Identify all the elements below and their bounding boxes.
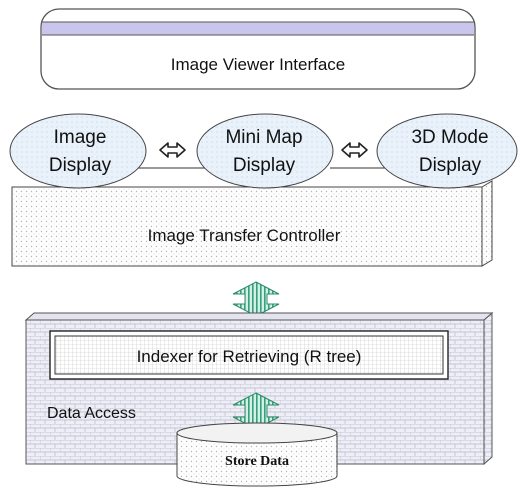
image-viewer-interface-box: Image Viewer Interface bbox=[40, 8, 476, 90]
bidirectional-arrow-icon bbox=[159, 142, 186, 158]
image-viewer-interface-label: Image Viewer Interface bbox=[171, 55, 346, 74]
store-data-cylinder: Store Data bbox=[176, 422, 338, 487]
image-display-node: Image Display bbox=[9, 113, 147, 189]
image-transfer-controller-label: Image Transfer Controller bbox=[148, 226, 341, 245]
mini-map-display-node: Mini Map Display bbox=[196, 113, 334, 189]
image-display-line2: Display bbox=[49, 155, 112, 176]
indexer-label: Indexer for Retrieving (R tree) bbox=[137, 347, 362, 366]
data-access-label: Data Access bbox=[47, 405, 136, 422]
3d-mode-display-node: 3D Mode Display bbox=[376, 113, 518, 189]
store-data-label: Store Data bbox=[225, 454, 289, 469]
mini-map-display-line1: Mini Map bbox=[225, 127, 302, 148]
3d-mode-display-line2: Display bbox=[419, 155, 482, 176]
mini-map-display-line2: Display bbox=[233, 155, 296, 176]
image-display-line1: Image bbox=[54, 127, 107, 148]
vertical-bidirectional-arrow-icon bbox=[232, 281, 280, 317]
bidirectional-arrow-icon bbox=[341, 142, 368, 158]
image-transfer-controller-box: Image Transfer Controller bbox=[11, 180, 493, 267]
indexer-box: Indexer for Retrieving (R tree) bbox=[49, 330, 449, 380]
3d-mode-display-line1: 3D Mode bbox=[411, 127, 488, 148]
interface-header-bar bbox=[42, 22, 474, 35]
